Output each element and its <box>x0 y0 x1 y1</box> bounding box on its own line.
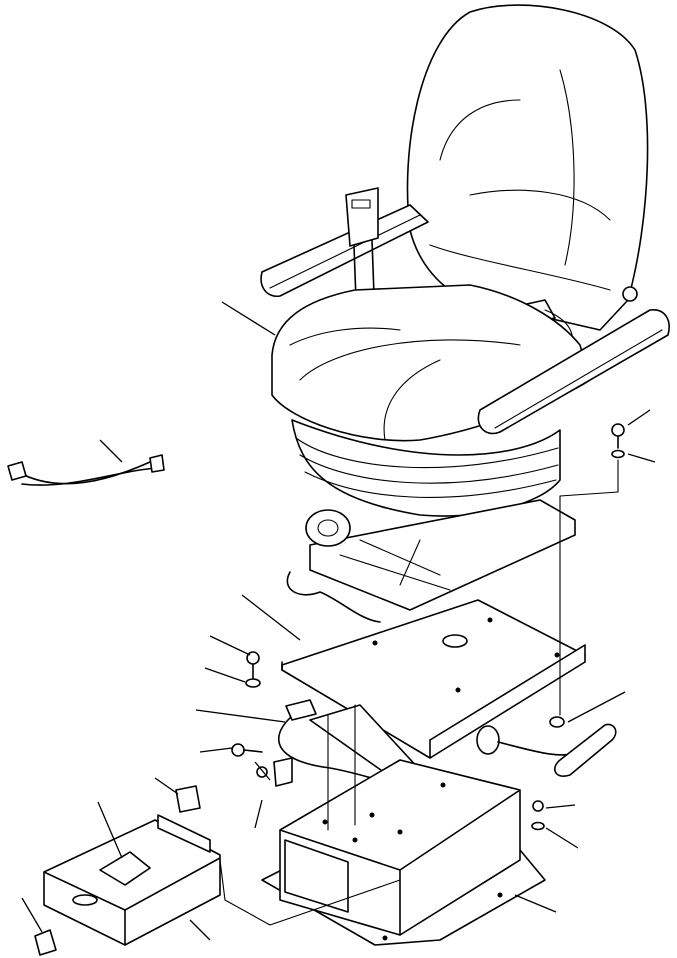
callout-leaders <box>21 301 656 941</box>
storage-box <box>43 814 221 946</box>
assembly-lines <box>219 459 619 926</box>
seat-stand <box>261 759 546 946</box>
adjust-lever <box>476 723 617 777</box>
wiring-harness <box>7 454 165 486</box>
right-armrest <box>477 286 670 435</box>
seat-backrest <box>406 4 649 331</box>
small-hardware <box>34 423 625 956</box>
left-armrest <box>260 204 429 297</box>
suspension-mechanism <box>286 499 576 623</box>
slide-base-plate <box>281 599 586 759</box>
